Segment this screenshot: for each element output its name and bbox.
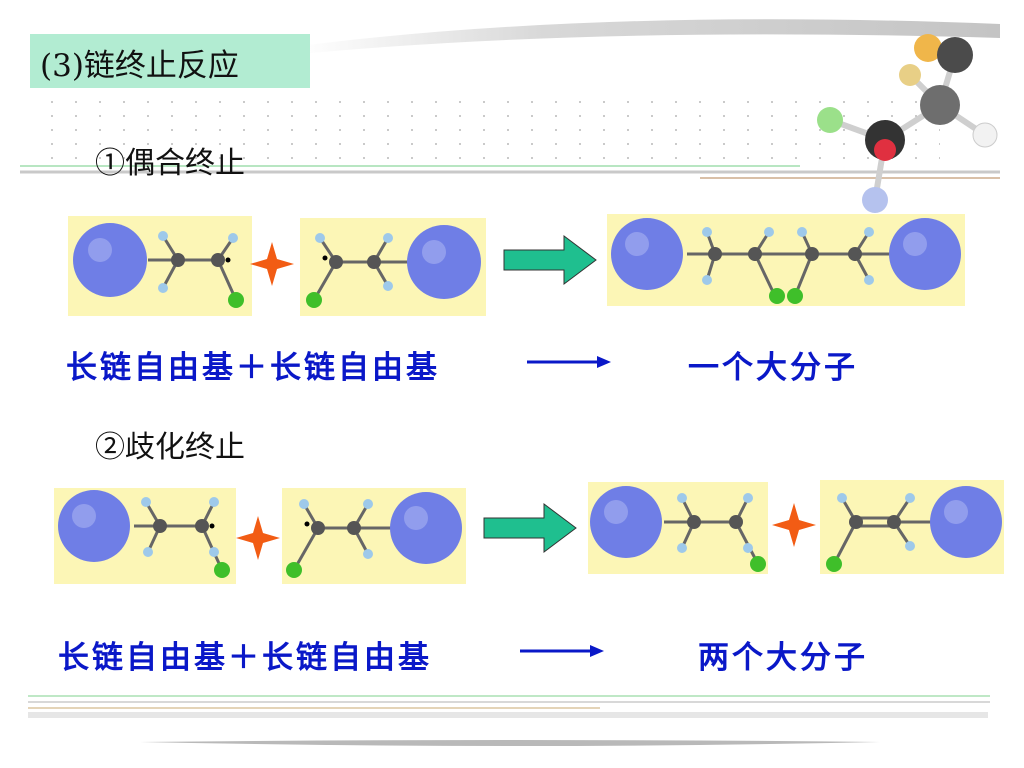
radical-molecule-icon — [58, 490, 230, 578]
plus-star-icon — [236, 516, 280, 560]
corner-molecule-icon — [817, 34, 998, 213]
saturated-molecule-icon — [590, 486, 766, 572]
equation2-product: 两个大分子 — [698, 640, 868, 676]
equation1-reactants: 长链自由基＋长链自由基 — [66, 350, 440, 386]
radical-molecule-icon — [286, 492, 462, 578]
reaction-arrow-icon — [503, 235, 597, 285]
coupled-molecule-icon — [611, 218, 961, 304]
equation1-arrow-icon — [527, 356, 611, 368]
reaction-arrow-icon — [483, 503, 577, 553]
radical-molecule-icon — [73, 223, 244, 308]
page-title: (3)链终止反应 — [40, 48, 239, 84]
equation2-arrow-icon — [520, 645, 604, 657]
plus-star-icon — [772, 503, 816, 547]
equation1-product: 一个大分子 — [688, 350, 858, 386]
radical-molecule-icon — [306, 225, 481, 308]
unsaturated-molecule-icon — [826, 486, 1002, 572]
equation2-reactants: 长链自由基＋长链自由基 — [58, 640, 432, 676]
header-decoration — [20, 19, 1000, 179]
footer-decoration — [28, 695, 990, 746]
section2-heading: ②歧化终止 — [95, 430, 245, 465]
plus-star-icon — [250, 242, 294, 286]
title-background — [30, 34, 310, 88]
section1-heading: ①偶合终止 — [95, 146, 245, 181]
